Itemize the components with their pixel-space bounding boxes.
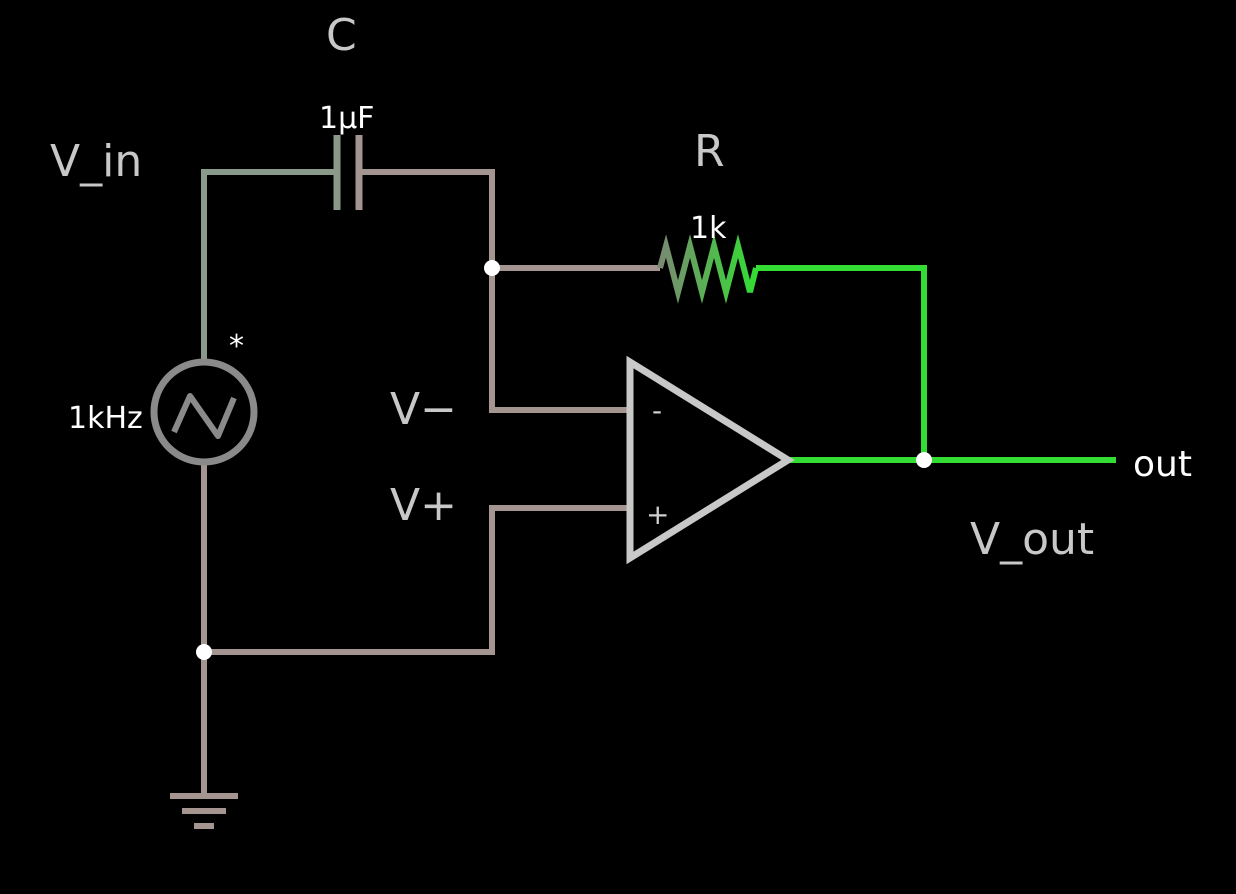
source-marker: * xyxy=(229,329,244,364)
capacitor-value-label: 1µF xyxy=(319,101,374,136)
ground-icon[interactable] xyxy=(170,793,238,829)
op-amp-minus-sign: - xyxy=(652,394,662,427)
op-amp-plus-sign: + xyxy=(646,498,669,531)
v-minus-label: V− xyxy=(390,384,457,435)
input-wire[interactable] xyxy=(201,169,335,360)
ac-source[interactable] xyxy=(150,358,258,466)
capacitor[interactable] xyxy=(333,135,363,210)
junction-node-top xyxy=(484,260,500,276)
resistor[interactable] xyxy=(657,234,759,304)
resistor-value-label: 1k xyxy=(690,211,727,246)
op-amp[interactable]: - + xyxy=(626,355,795,565)
capacitor-name-label: C xyxy=(326,10,357,61)
plus-input-wire[interactable] xyxy=(204,505,630,655)
junction-node-ground xyxy=(196,644,212,660)
v-in-label: V_in xyxy=(50,136,142,187)
feedback-wire[interactable] xyxy=(756,265,927,460)
v-plus-label: V+ xyxy=(390,480,457,531)
output-terminal-label: out xyxy=(1133,444,1192,485)
source-frequency-label: 1kHz xyxy=(68,401,143,436)
junction-node-output xyxy=(916,452,932,468)
resistor-name-label: R xyxy=(694,126,725,177)
sine-wave-icon xyxy=(171,393,237,439)
v-out-label: V_out xyxy=(970,514,1094,565)
cap-to-node-wire[interactable] xyxy=(359,169,630,413)
